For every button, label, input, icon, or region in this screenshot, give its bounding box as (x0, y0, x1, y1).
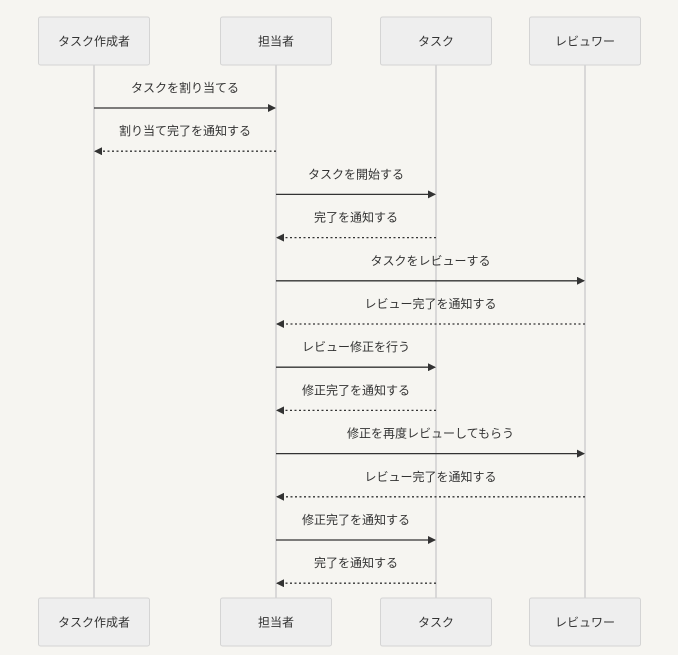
participant-box-bottom: タスク (380, 597, 492, 647)
participant-box-bottom: タスク作成者 (38, 597, 150, 647)
participant-rect (529, 16, 641, 66)
return-message: 完了を通知する (276, 210, 436, 242)
participant-box-top: レビュワー (529, 16, 641, 66)
return-message: レビュー完了を通知する (276, 296, 585, 328)
message-label: 修正完了を通知する (302, 512, 410, 527)
message: 修正完了を通知する (276, 512, 436, 544)
participant-rect (38, 16, 150, 66)
message-label: 完了を通知する (314, 210, 398, 225)
participant-box-top: 担当者 (220, 16, 332, 66)
message: レビュー修正を行う (276, 339, 436, 372)
return-message: 完了を通知する (276, 555, 436, 588)
participant-rect (380, 16, 492, 66)
participant-box-top: タスク作成者 (38, 16, 150, 66)
message-label: レビュー完了を通知する (364, 469, 496, 484)
participant-rect (529, 597, 641, 647)
message: タスクを割り当てる (94, 80, 276, 112)
message-label: タスクを割り当てる (131, 80, 239, 95)
message-label: タスクをレビューする (370, 254, 490, 268)
message: 修正を再度レビューしてもらう (276, 426, 585, 458)
participant-label: 担当者 (258, 35, 294, 49)
participant-label: タスク (418, 35, 454, 49)
participant-label: 担当者 (258, 616, 294, 630)
participant-label: タスク (418, 616, 454, 630)
participant-rect (38, 597, 150, 647)
message-label: レビュー修正を行う (302, 339, 410, 354)
participant-label: タスク作成者 (58, 35, 130, 49)
participant-box-bottom: 担当者 (220, 597, 332, 647)
message: タスクをレビューする (276, 254, 585, 285)
message: タスクを開始する (276, 167, 436, 199)
participant-rect (220, 16, 332, 66)
message-label: タスクを開始する (308, 167, 404, 181)
participant-label: タスク作成者 (58, 616, 130, 630)
participant-box-bottom: レビュワー (529, 597, 641, 647)
return-message: 修正完了を通知する (276, 382, 436, 415)
message-label: 割り当て完了を通知する (119, 123, 251, 138)
return-message: 割り当て完了を通知する (94, 123, 276, 156)
participant-box-top: タスク (380, 16, 492, 66)
message-label: 修正完了を通知する (302, 382, 410, 397)
message-label: 修正を再度レビューしてもらう (347, 426, 514, 441)
participant-rect (380, 597, 492, 647)
participant-label: レビュワー (555, 616, 615, 630)
participant-label: レビュワー (555, 35, 615, 49)
participant-rect (220, 597, 332, 647)
message-label: レビュー完了を通知する (364, 296, 496, 311)
return-message: レビュー完了を通知する (276, 469, 585, 501)
message-label: 完了を通知する (314, 555, 398, 570)
